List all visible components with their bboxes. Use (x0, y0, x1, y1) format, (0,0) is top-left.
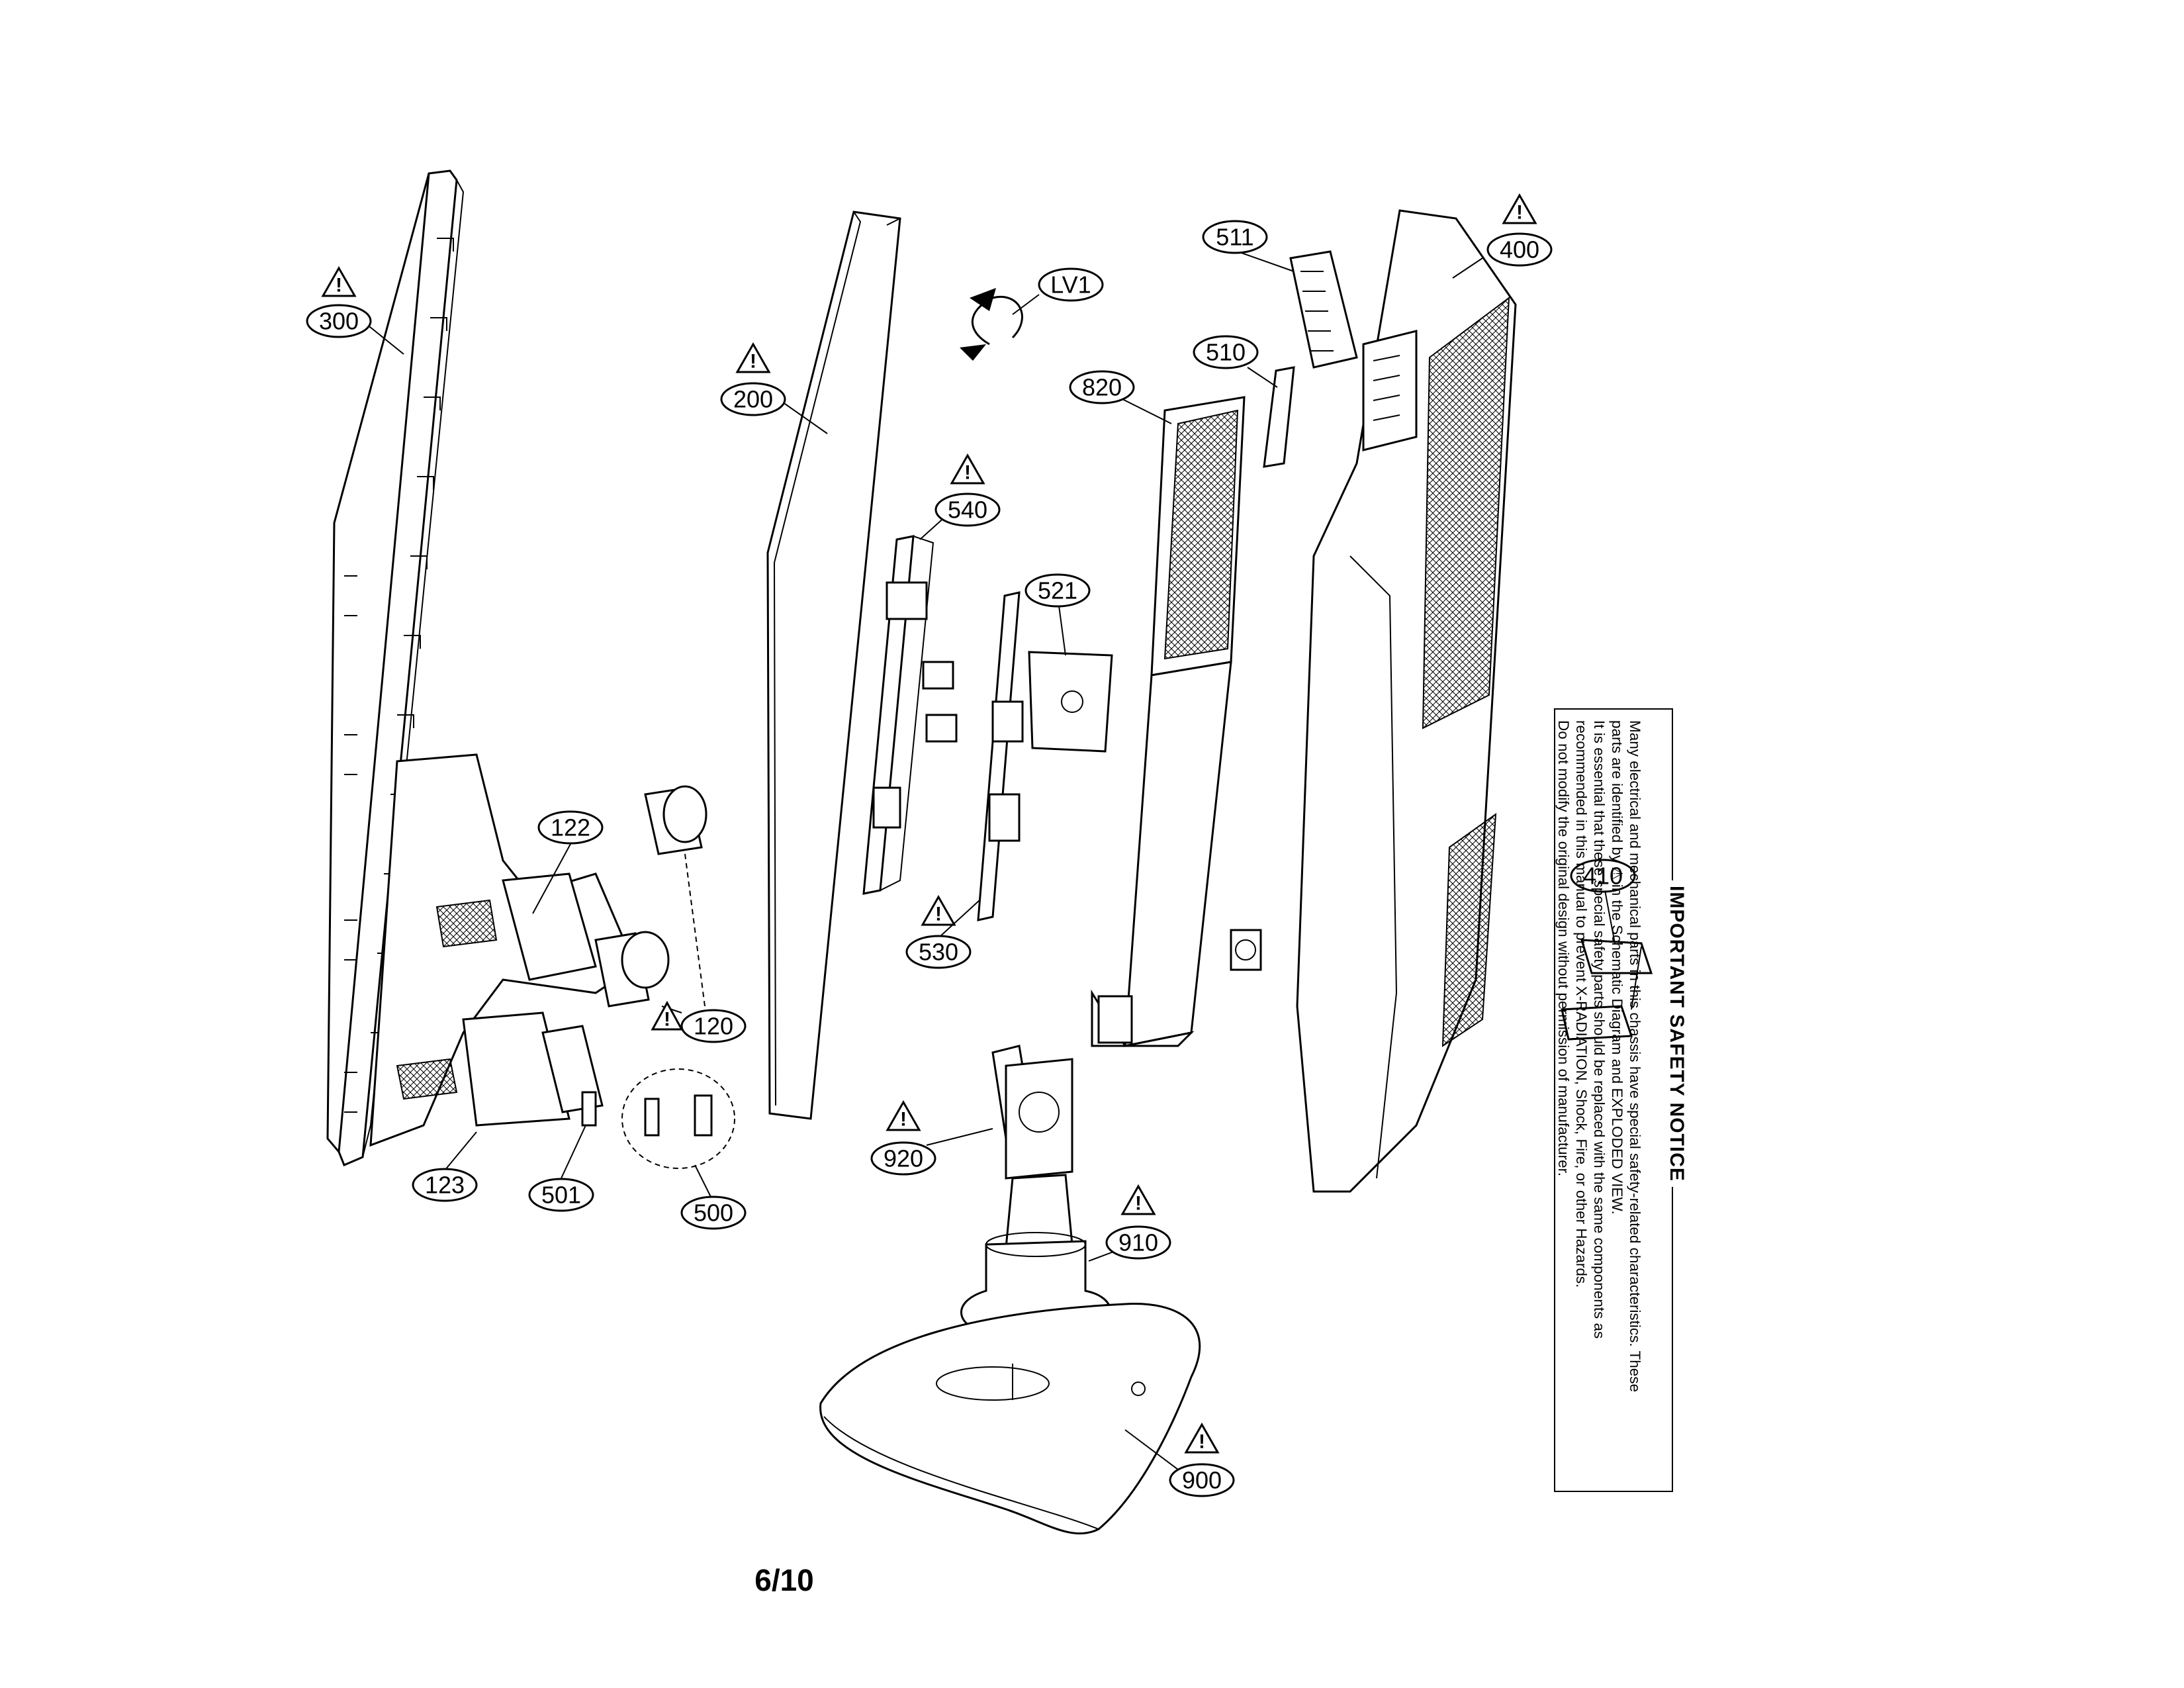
svg-text:!: ! (1516, 202, 1523, 224)
key-board-part (1263, 366, 1295, 468)
label-820: 820 (1082, 374, 1122, 401)
label-910: 910 (1118, 1229, 1158, 1256)
label-lv1: LV1 (1050, 271, 1091, 299)
safety-notice-line: parts are identified by ⚠ in the Schemat… (1609, 720, 1625, 1215)
shield-frame-part (1091, 396, 1246, 1047)
page-number: 6/10 (754, 1563, 814, 1597)
callout-920: 920 ! (870, 1100, 993, 1176)
label-200: 200 (733, 386, 773, 413)
important-safety-notice: Many electrical and mechanical parts in … (1554, 708, 1688, 1503)
callout-123: 123 (412, 1131, 478, 1202)
callout-300: 300 ! (306, 265, 404, 355)
label-300: 300 (319, 308, 359, 335)
label-530: 530 (919, 939, 958, 966)
label-400: 400 (1500, 236, 1539, 263)
label-123: 123 (425, 1172, 465, 1199)
stand-base-part (819, 1303, 1201, 1535)
label-510: 510 (1206, 339, 1246, 366)
callout-521: 521 (1024, 573, 1091, 656)
svg-text:!: ! (900, 1109, 907, 1131)
callout-540: 540 ! (919, 453, 1001, 540)
svg-text:!: ! (750, 351, 756, 373)
safety-notice-line: It is essential that these special safet… (1591, 720, 1608, 1339)
callout-510: 510 (1193, 335, 1278, 388)
label-500: 500 (694, 1199, 733, 1227)
svg-text:!: ! (1135, 1193, 1142, 1215)
label-501: 501 (541, 1182, 581, 1209)
connector-part (1230, 929, 1262, 971)
safety-notice-body: Many electrical and mechanical parts in … (1555, 720, 1644, 1481)
label-540: 540 (948, 496, 987, 524)
label-900: 900 (1182, 1467, 1222, 1494)
safety-notice-line: recommended in this manual to prevent X-… (1573, 720, 1590, 1288)
callout-511: 511 (1202, 220, 1295, 272)
callout-lv1: LV1 (960, 267, 1104, 361)
bracket-521-part (1028, 651, 1113, 753)
callout-200: 200 ! (720, 342, 828, 434)
safety-notice-title: IMPORTANT SAFETY NOTICE (1665, 880, 1688, 1187)
lcd-panel-part (766, 211, 901, 1120)
back-cover-part (1296, 209, 1517, 1193)
power-board-part (977, 591, 1024, 921)
label-410: 410 (1583, 863, 1623, 890)
callout-820: 820 (1069, 370, 1172, 424)
safety-notice-line: Do not modify the original design withou… (1555, 720, 1572, 1177)
wall-clip-part (1561, 939, 1653, 1041)
callout-400: 400 ! (1452, 193, 1553, 279)
label-122: 122 (551, 814, 590, 841)
side-key-part (1289, 250, 1358, 369)
stand-hinge-part (991, 1045, 1073, 1249)
svg-text:!: ! (935, 904, 942, 925)
callout-122: 122 (532, 810, 604, 914)
callout-120: 120 ! (651, 853, 747, 1043)
safety-notice-box: Many electrical and mechanical parts in … (1554, 708, 1673, 1492)
callout-910: 910 ! (1088, 1184, 1171, 1262)
label-511: 511 (1216, 224, 1253, 251)
callout-900: 900 ! (1124, 1422, 1235, 1497)
safety-notice-line: Many electrical and mechanical parts in … (1627, 720, 1643, 1393)
svg-text:!: ! (1199, 1431, 1205, 1453)
speaker-parts (594, 785, 707, 1008)
front-cabinet-part (326, 169, 637, 1166)
callout-501: 501 (528, 1091, 597, 1212)
callout-530: 530 ! (905, 894, 980, 969)
callout-410: 410 (1570, 859, 1636, 944)
svg-text:!: ! (964, 462, 971, 484)
svg-text:!: ! (664, 1009, 670, 1031)
main-board-part (862, 535, 958, 895)
svg-text:!: ! (336, 275, 342, 297)
callout-500: 500 (621, 1068, 747, 1230)
label-120: 120 (694, 1013, 733, 1040)
label-920: 920 (884, 1145, 923, 1172)
label-521: 521 (1038, 577, 1077, 604)
